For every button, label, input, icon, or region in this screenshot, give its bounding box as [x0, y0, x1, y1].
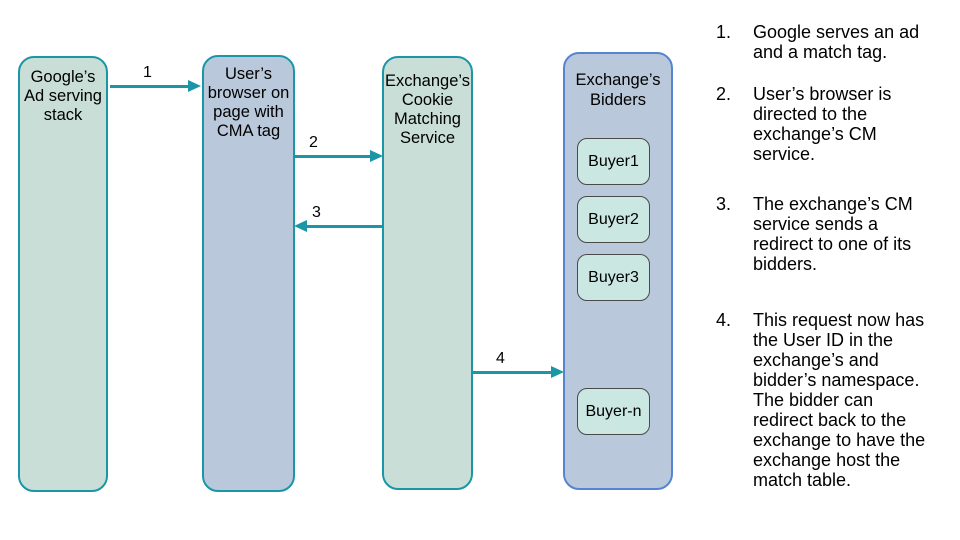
step-number: 2.	[716, 84, 732, 104]
label-line: Exchange’s	[384, 72, 470, 90]
buyer-box-2: Buyer2	[577, 196, 650, 243]
step-text: This request now has the User ID in the …	[753, 310, 926, 490]
flow-arrow-2	[295, 150, 383, 162]
buyer-label: Buyer2	[588, 210, 639, 228]
arrow-label-3: 3	[312, 204, 321, 221]
buyer-label: Buyer1	[588, 152, 639, 170]
buyer-box-n: Buyer-n	[577, 388, 650, 435]
arrow-head	[370, 150, 383, 162]
arrow-shaft	[110, 85, 189, 88]
arrow-shaft	[306, 225, 382, 228]
node-label: Exchange’s Cookie Matching Service	[384, 58, 471, 148]
step-item-3: 3. The exchange’s CM service sends a red…	[716, 194, 948, 274]
arrow-label-1: 1	[143, 64, 152, 81]
label-line: Google’s	[30, 68, 96, 86]
steps-list: 1. Google serves an ad and a match tag. …	[716, 22, 948, 490]
arrow-head	[551, 366, 564, 378]
label-line: CMA tag	[216, 122, 281, 140]
buyer-box-3: Buyer3	[577, 254, 650, 301]
label-line: Bidders	[590, 91, 646, 109]
label-line: stack	[43, 106, 83, 124]
step-text: The exchange’s CM service sends a redire…	[753, 194, 913, 274]
step-item-2: 2. User’s browser is directed to the exc…	[716, 84, 948, 164]
node-label: Exchange’s Bidders	[565, 54, 671, 110]
label-line: Exchange’s	[575, 71, 661, 89]
step-number: 3.	[716, 194, 732, 214]
node-cookie-matching-service: Exchange’s Cookie Matching Service	[382, 56, 473, 490]
flow-arrow-4	[473, 366, 564, 378]
arrow-label-4: 4	[496, 350, 505, 367]
buyer-label: Buyer-n	[585, 402, 642, 420]
step-text: Google serves an ad and a match tag.	[753, 22, 920, 62]
label-line: Service	[399, 129, 456, 147]
buyer-label: Buyer3	[588, 268, 639, 286]
flow-arrow-3	[294, 220, 382, 232]
step-text: User’s browser is directed to the exchan…	[753, 84, 892, 164]
node-google-ad-stack: Google’s Ad serving stack	[18, 56, 108, 492]
label-line: Ad serving	[24, 87, 102, 105]
arrow-label-2: 2	[309, 134, 318, 151]
step-number: 1.	[716, 22, 732, 42]
node-user-browser: User’s browser on page with CMA tag	[202, 55, 295, 492]
label-line: User’s	[224, 65, 273, 83]
flow-arrow-1	[110, 80, 201, 92]
arrow-head	[188, 80, 201, 92]
label-line: Matching	[394, 110, 461, 128]
arrow-shaft	[295, 155, 371, 158]
step-item-1: 1. Google serves an ad and a match tag.	[716, 22, 948, 62]
arrow-shaft	[473, 371, 552, 374]
node-exchange-bidders: Exchange’s Bidders Buyer1 Buyer2 Buyer3 …	[563, 52, 673, 490]
step-item-4: 4. This request now has the User ID in t…	[716, 310, 948, 490]
label-line: page with	[213, 103, 284, 121]
buyer-box-1: Buyer1	[577, 138, 650, 185]
label-line: browser on	[207, 84, 290, 102]
node-label: User’s browser on page with CMA tag	[204, 57, 293, 141]
step-number: 4.	[716, 310, 732, 330]
node-label: Google’s Ad serving stack	[20, 58, 106, 125]
arrow-head	[294, 220, 307, 232]
label-line: Cookie	[401, 91, 454, 109]
